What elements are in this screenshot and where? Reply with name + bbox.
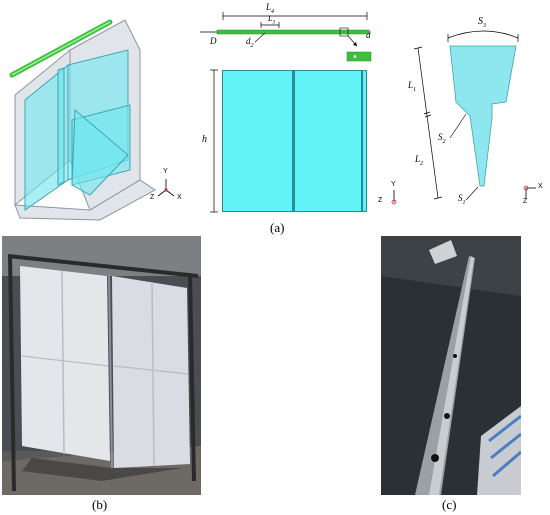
label-D: D bbox=[210, 36, 217, 46]
axis-z-label: Z bbox=[150, 194, 155, 201]
axis-x-label: X bbox=[177, 194, 182, 201]
photo-c bbox=[381, 236, 521, 495]
height-dimension bbox=[210, 69, 218, 213]
front-view bbox=[222, 70, 367, 212]
label-L4: L4 bbox=[266, 2, 275, 15]
front-view-edge bbox=[361, 71, 363, 211]
caption-b: (b) bbox=[92, 497, 108, 512]
caption-a: (a) bbox=[270, 220, 285, 235]
axis-x-label-side: X bbox=[538, 183, 543, 190]
label-L3: L3 bbox=[268, 14, 275, 26]
side-view-sheet bbox=[413, 30, 519, 201]
top-view-pipe bbox=[200, 12, 372, 62]
label-S1: S1 bbox=[458, 193, 466, 206]
isometric-model bbox=[9, 19, 156, 221]
axis-z-label-side: Z bbox=[523, 198, 528, 205]
label-d2: d2 bbox=[246, 36, 254, 49]
label-h: h bbox=[202, 134, 207, 145]
caption-c: (c) bbox=[442, 497, 457, 512]
label-d: d bbox=[366, 30, 371, 40]
axes-iso: Y Z X bbox=[150, 168, 186, 206]
axes-side: X Z bbox=[518, 180, 548, 210]
label-S3: S3 bbox=[478, 16, 486, 29]
axis-y-label-front: Y bbox=[391, 181, 396, 188]
photo-b bbox=[2, 236, 201, 495]
axis-z-label-front: Z bbox=[378, 197, 383, 204]
cyan-sheets bbox=[24, 49, 131, 211]
axis-y-label: Y bbox=[163, 168, 168, 175]
label-S2: S2 bbox=[438, 132, 446, 145]
label-L1: L1 bbox=[408, 80, 417, 93]
front-view-divider bbox=[292, 71, 295, 211]
panel-a: Y Z X L4 L3 D d2 d h bbox=[0, 0, 550, 235]
label-L2: L2 bbox=[415, 154, 424, 167]
axes-front: Y Z bbox=[378, 181, 406, 212]
